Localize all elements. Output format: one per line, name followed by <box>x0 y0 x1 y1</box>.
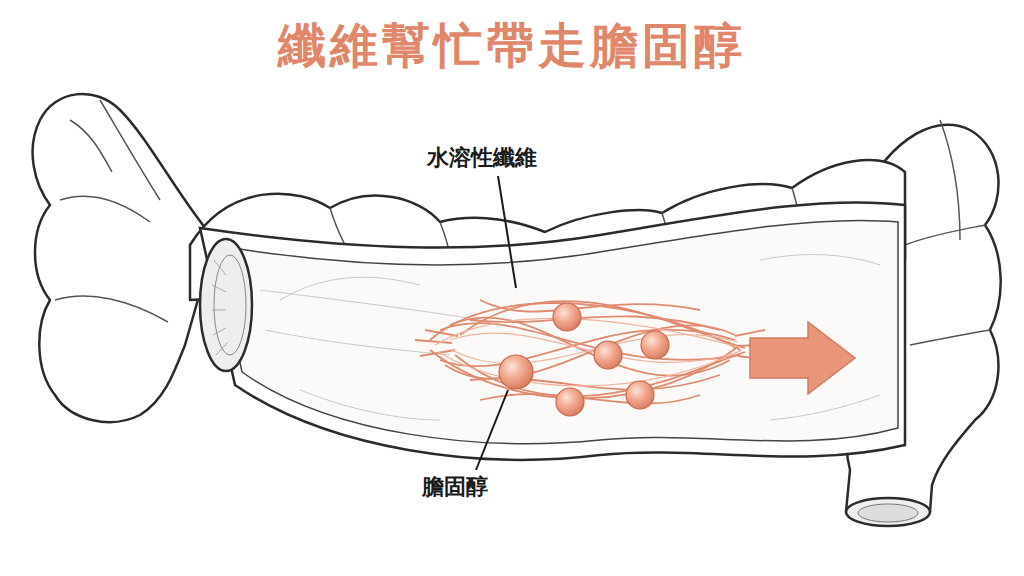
diagram-title: 纖維幫忙帶走膽固醇 <box>278 14 746 78</box>
part-label: 水溶性纖維 <box>424 143 540 173</box>
fiber-mesh <box>415 300 772 404</box>
part-label: 膽固醇 <box>419 472 491 502</box>
cholesterol-ball <box>499 303 669 416</box>
leader-line <box>476 176 516 470</box>
direction-arrow <box>750 322 855 394</box>
